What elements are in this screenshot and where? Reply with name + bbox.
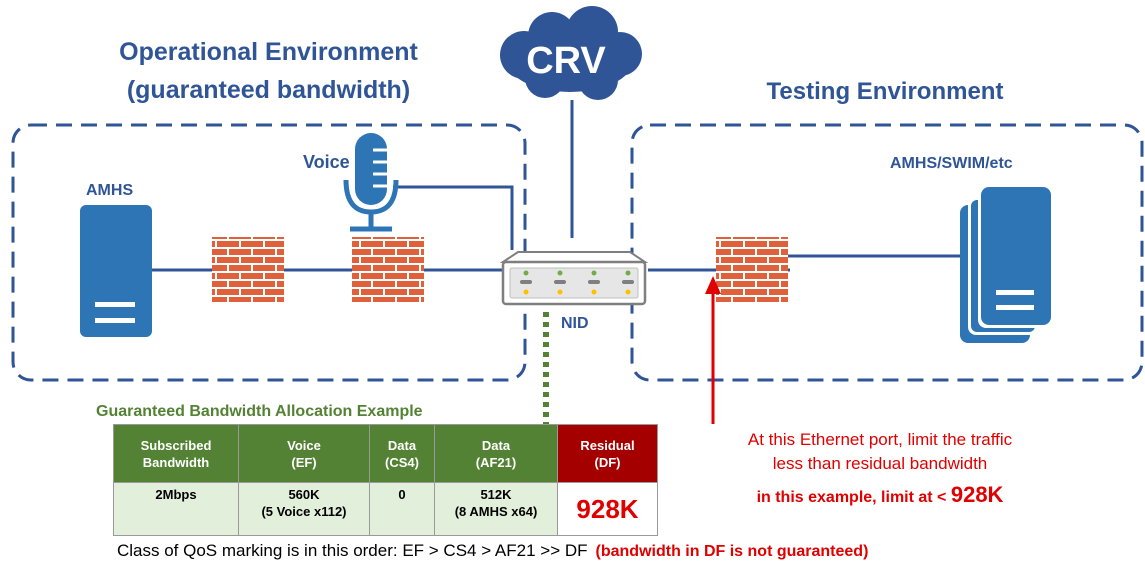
qos-footer: Class of QoS marking is in this order: E… [117, 541, 868, 561]
operational-environment-title: Operational Environment [119, 38, 418, 66]
note-line-2: less than residual bandwidth [772, 454, 988, 473]
crv-label: CRV [526, 40, 606, 82]
limit-prefix: in this example, limit at < [756, 489, 951, 506]
limit-note: in this example, limit at < 928K [690, 482, 1070, 508]
ethernet-port-note: At this Ethernet port, limit the traffic… [690, 428, 1070, 476]
nid-label: NID [561, 315, 589, 332]
testing-environment-title: Testing Environment [766, 78, 1004, 105]
operational-environment-subtitle: (guaranteed bandwidth) [126, 76, 411, 104]
note-line-1: At this Ethernet port, limit the traffic [747, 430, 1013, 449]
value-voice: 560K(5 Voice x112) [238, 482, 370, 536]
firewall-icon [716, 237, 788, 302]
voice-label: Voice [303, 152, 350, 172]
value-data-cs4: 0 [369, 482, 435, 536]
microphone-icon [343, 133, 399, 232]
value-subscribed: 2Mbps [113, 482, 239, 536]
testing-environment-box [630, 123, 1144, 382]
qos-order-text: Class of QoS marking is in this order: E… [117, 541, 588, 560]
header-data-cs4: Data(CS4) [369, 424, 435, 483]
crv-cloud-icon [500, 6, 642, 100]
header-data-af21: Data(AF21) [434, 424, 558, 483]
limit-value: 928K [950, 482, 1004, 507]
amhs-swim-label: AMHS/SWIM/etc [890, 155, 1013, 172]
value-data-af21: 512K(8 AMHS x64) [434, 482, 558, 536]
amhs-server-icon [80, 205, 152, 337]
header-voice: Voice(EF) [238, 424, 370, 483]
amhs-label: AMHS [86, 182, 134, 199]
allocation-title: Guaranteed Bandwidth Allocation Example [96, 403, 423, 420]
qos-warning-text: (bandwidth in DF is not guaranteed) [595, 543, 869, 560]
firewall-icon [212, 237, 284, 302]
header-residual: Residual(DF) [557, 424, 658, 483]
amhs-swim-server-icon [960, 187, 1051, 343]
nid-device-icon [499, 251, 649, 306]
table-row: 2Mbps 560K(5 Voice x112) 0 512K(8 AMHS x… [113, 482, 658, 536]
firewall-icon [352, 237, 424, 302]
red-arrow-icon [705, 276, 721, 424]
value-residual: 928K [557, 482, 658, 536]
